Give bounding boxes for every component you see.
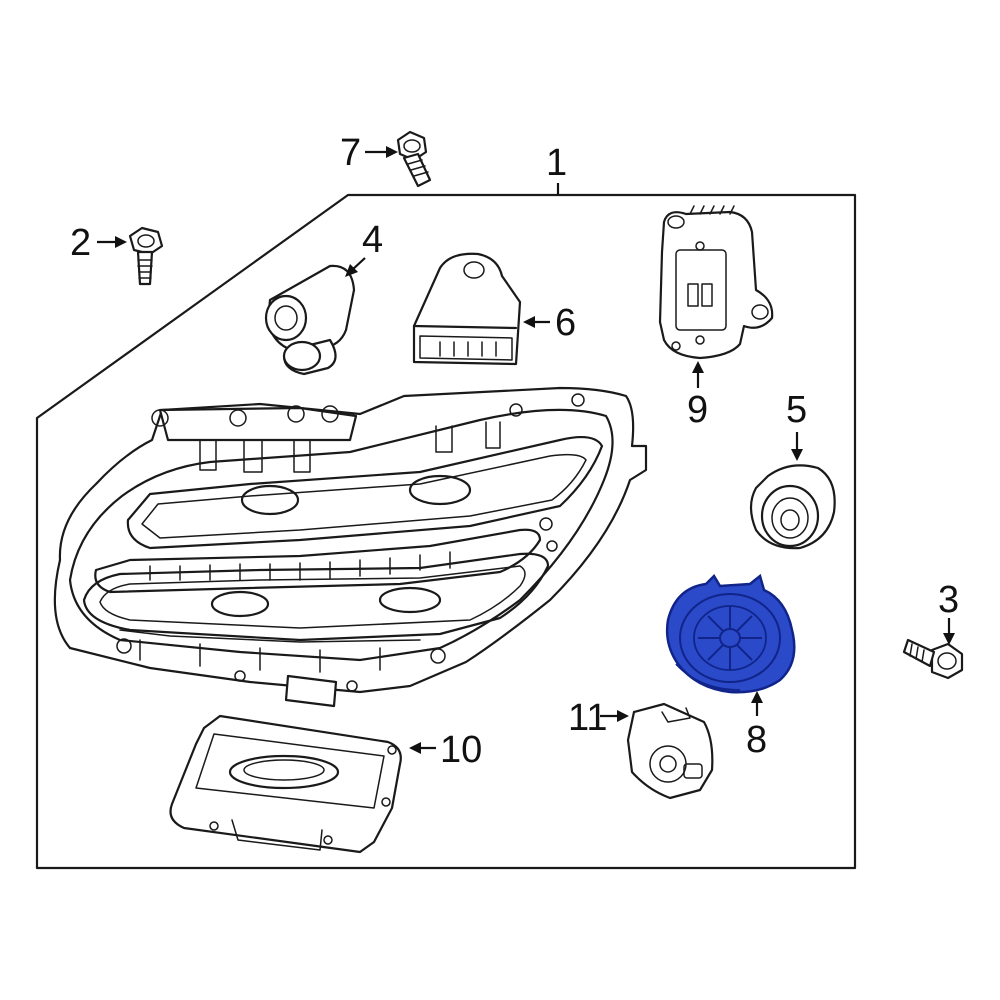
part-5-socket <box>749 464 836 550</box>
headlamp-assembly <box>53 386 648 708</box>
arrowhead-7 <box>386 146 398 158</box>
leader-4 <box>351 257 366 271</box>
assembly-frame <box>35 193 857 870</box>
bolt-3 <box>902 638 964 680</box>
part-10-control-unit <box>169 714 402 854</box>
arrowhead-9 <box>692 361 704 373</box>
arrowhead-4 <box>345 264 358 277</box>
callout-1: 1 <box>546 142 567 184</box>
callout-6: 6 <box>555 302 576 344</box>
callout-10: 10 <box>440 729 482 771</box>
bolt-7 <box>396 130 432 188</box>
part-11-actuator <box>626 702 714 800</box>
callout-2: 2 <box>70 222 91 264</box>
part-8-dust-cap-highlighted <box>665 573 796 694</box>
bolt-2 <box>128 226 164 286</box>
arrowhead-8 <box>751 691 763 703</box>
callout-8: 8 <box>746 719 767 761</box>
arrowhead-10 <box>409 742 421 754</box>
callout-11: 11 <box>568 697 607 739</box>
callout-5: 5 <box>786 389 807 431</box>
callout-7: 7 <box>340 132 361 174</box>
part-4-elbow-tube <box>264 264 356 376</box>
callout-9: 9 <box>687 389 708 431</box>
arrowhead-3 <box>943 633 955 645</box>
part-9-led-module <box>658 205 774 360</box>
callout-4: 4 <box>362 219 383 261</box>
arrowhead-2 <box>115 236 127 248</box>
arrowhead-11 <box>617 710 629 722</box>
arrowhead-6 <box>523 316 535 328</box>
arrowhead-5 <box>791 449 803 461</box>
callout-3: 3 <box>938 579 959 621</box>
part-6-connector <box>412 252 522 366</box>
